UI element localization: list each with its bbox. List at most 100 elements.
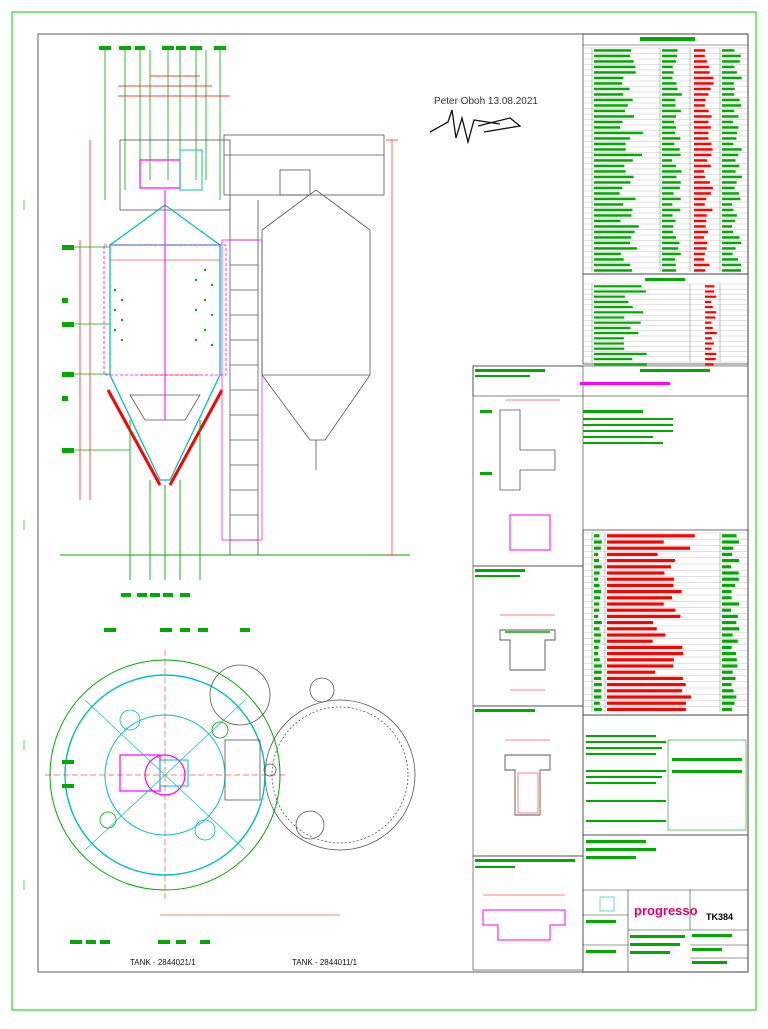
- table-cell-text: [722, 60, 740, 63]
- elevation-view: [60, 46, 410, 597]
- table-cell-text: [594, 192, 620, 195]
- table-cell-text: [594, 170, 626, 173]
- table-cell-text: [607, 707, 686, 711]
- table-cell-text: [694, 87, 711, 91]
- table-cell-text: [694, 131, 709, 135]
- table-cell-text: [594, 633, 602, 637]
- table-cell-text: [722, 120, 733, 124]
- table-cell-text: [694, 186, 713, 190]
- table-cell-text: [722, 225, 733, 228]
- table-cell-text: [694, 247, 707, 250]
- table-cell-text: [607, 676, 683, 680]
- table-cell-text: [594, 326, 631, 329]
- table-cell-text: [607, 658, 674, 662]
- table-cell-text: [722, 126, 739, 129]
- table-cell-text: [594, 203, 624, 206]
- table-cell-text: [662, 54, 678, 58]
- table-cell-text: [694, 225, 706, 228]
- table-cell-text: [722, 614, 738, 618]
- table-cell-text: [607, 664, 674, 668]
- table-cell-text: [694, 258, 705, 261]
- table-cell-text: [722, 583, 736, 587]
- table-cell-text: [594, 295, 625, 298]
- table-cell-text: [662, 65, 673, 69]
- table-cell-text: [662, 164, 676, 168]
- table-cell-text: [594, 230, 635, 234]
- table-cell-text: [607, 683, 686, 687]
- table-cell-text: [662, 93, 682, 96]
- company-logo: progresso: [634, 903, 698, 918]
- table-cell-text: [694, 164, 711, 168]
- drawing-number: TK384: [706, 912, 734, 922]
- top-dimensions: [79, 75, 230, 500]
- table-cell-text: [594, 683, 602, 687]
- table-cell-text: [607, 652, 684, 656]
- table-cell-text: [705, 347, 712, 350]
- signature-caption: Peter Oboh 13.08.2021: [434, 96, 538, 107]
- table-cell-text: [694, 109, 709, 113]
- table-cell-text: [662, 263, 676, 267]
- table-cell-text: [722, 214, 737, 217]
- top-nozzles: [104, 50, 221, 200]
- table-cell-text: [607, 596, 673, 600]
- table-cell-text: [594, 658, 600, 662]
- table-cell-text: [722, 87, 735, 91]
- remarks-block: [472, 365, 749, 444]
- table-cell-text: [722, 676, 736, 680]
- table-cell-text: [722, 559, 740, 563]
- table-cell-text: [662, 148, 680, 151]
- table-cell-text: [594, 590, 601, 594]
- table-cell-text: [594, 689, 602, 693]
- table-cell-text: [594, 252, 621, 256]
- table-cell-text: [594, 311, 644, 314]
- table-cell-text: [662, 230, 673, 234]
- table-cell-text: [594, 247, 637, 250]
- plan-nozzle-tags: [62, 628, 250, 944]
- table-cell-text: [694, 263, 710, 267]
- signature-mark: [429, 109, 522, 145]
- table-cell-text: [694, 54, 705, 58]
- table-cell-text: [722, 170, 736, 173]
- table-cell-text: [594, 596, 601, 600]
- table-cell-text: [662, 120, 675, 124]
- table-cell-text: [722, 49, 735, 52]
- table-cell-text: [722, 181, 737, 184]
- table-cell-text: [662, 60, 677, 63]
- table-cell-text: [594, 159, 633, 162]
- overall-height-dimension: [386, 139, 398, 556]
- table-cell-text: [594, 142, 626, 146]
- table-cell-text: [662, 208, 681, 212]
- table-cell-text: [722, 137, 737, 140]
- table-cell-text: [607, 639, 653, 643]
- table-cell-text: [694, 126, 711, 129]
- table-cell-text: [594, 236, 631, 239]
- table-cell-text: [662, 126, 677, 129]
- table-cell-text: [607, 577, 674, 581]
- table-cell-text: [722, 263, 742, 267]
- table-cell-text: [694, 93, 709, 96]
- table-cell-text: [594, 258, 624, 261]
- table-cell-text: [594, 306, 633, 309]
- table-cell-text: [694, 192, 712, 195]
- table-cell-text: [722, 142, 734, 146]
- outer-frame: [11, 11, 757, 1011]
- motor-platform: [119, 139, 231, 211]
- table-cell-text: [594, 332, 639, 335]
- table-cell-text: [722, 186, 735, 190]
- table-cell-text: [594, 676, 602, 680]
- table-cell-text: [594, 120, 623, 124]
- table-cell-text: [594, 148, 626, 151]
- table-cell-text: [662, 49, 678, 52]
- table-cell-text: [662, 197, 681, 201]
- table-cell-text: [722, 175, 742, 179]
- table-cell-text: [594, 214, 632, 217]
- table-cell-text: [594, 87, 630, 91]
- table-cell-text: [594, 181, 631, 184]
- table-cell-text: [694, 104, 705, 107]
- internal-coil: [129, 394, 201, 421]
- table-cell-text: [607, 689, 683, 693]
- table-cell-text: [694, 65, 709, 69]
- table-cell-text: [694, 153, 712, 157]
- table-cell-text: [722, 577, 739, 581]
- table-cell-text: [694, 241, 708, 245]
